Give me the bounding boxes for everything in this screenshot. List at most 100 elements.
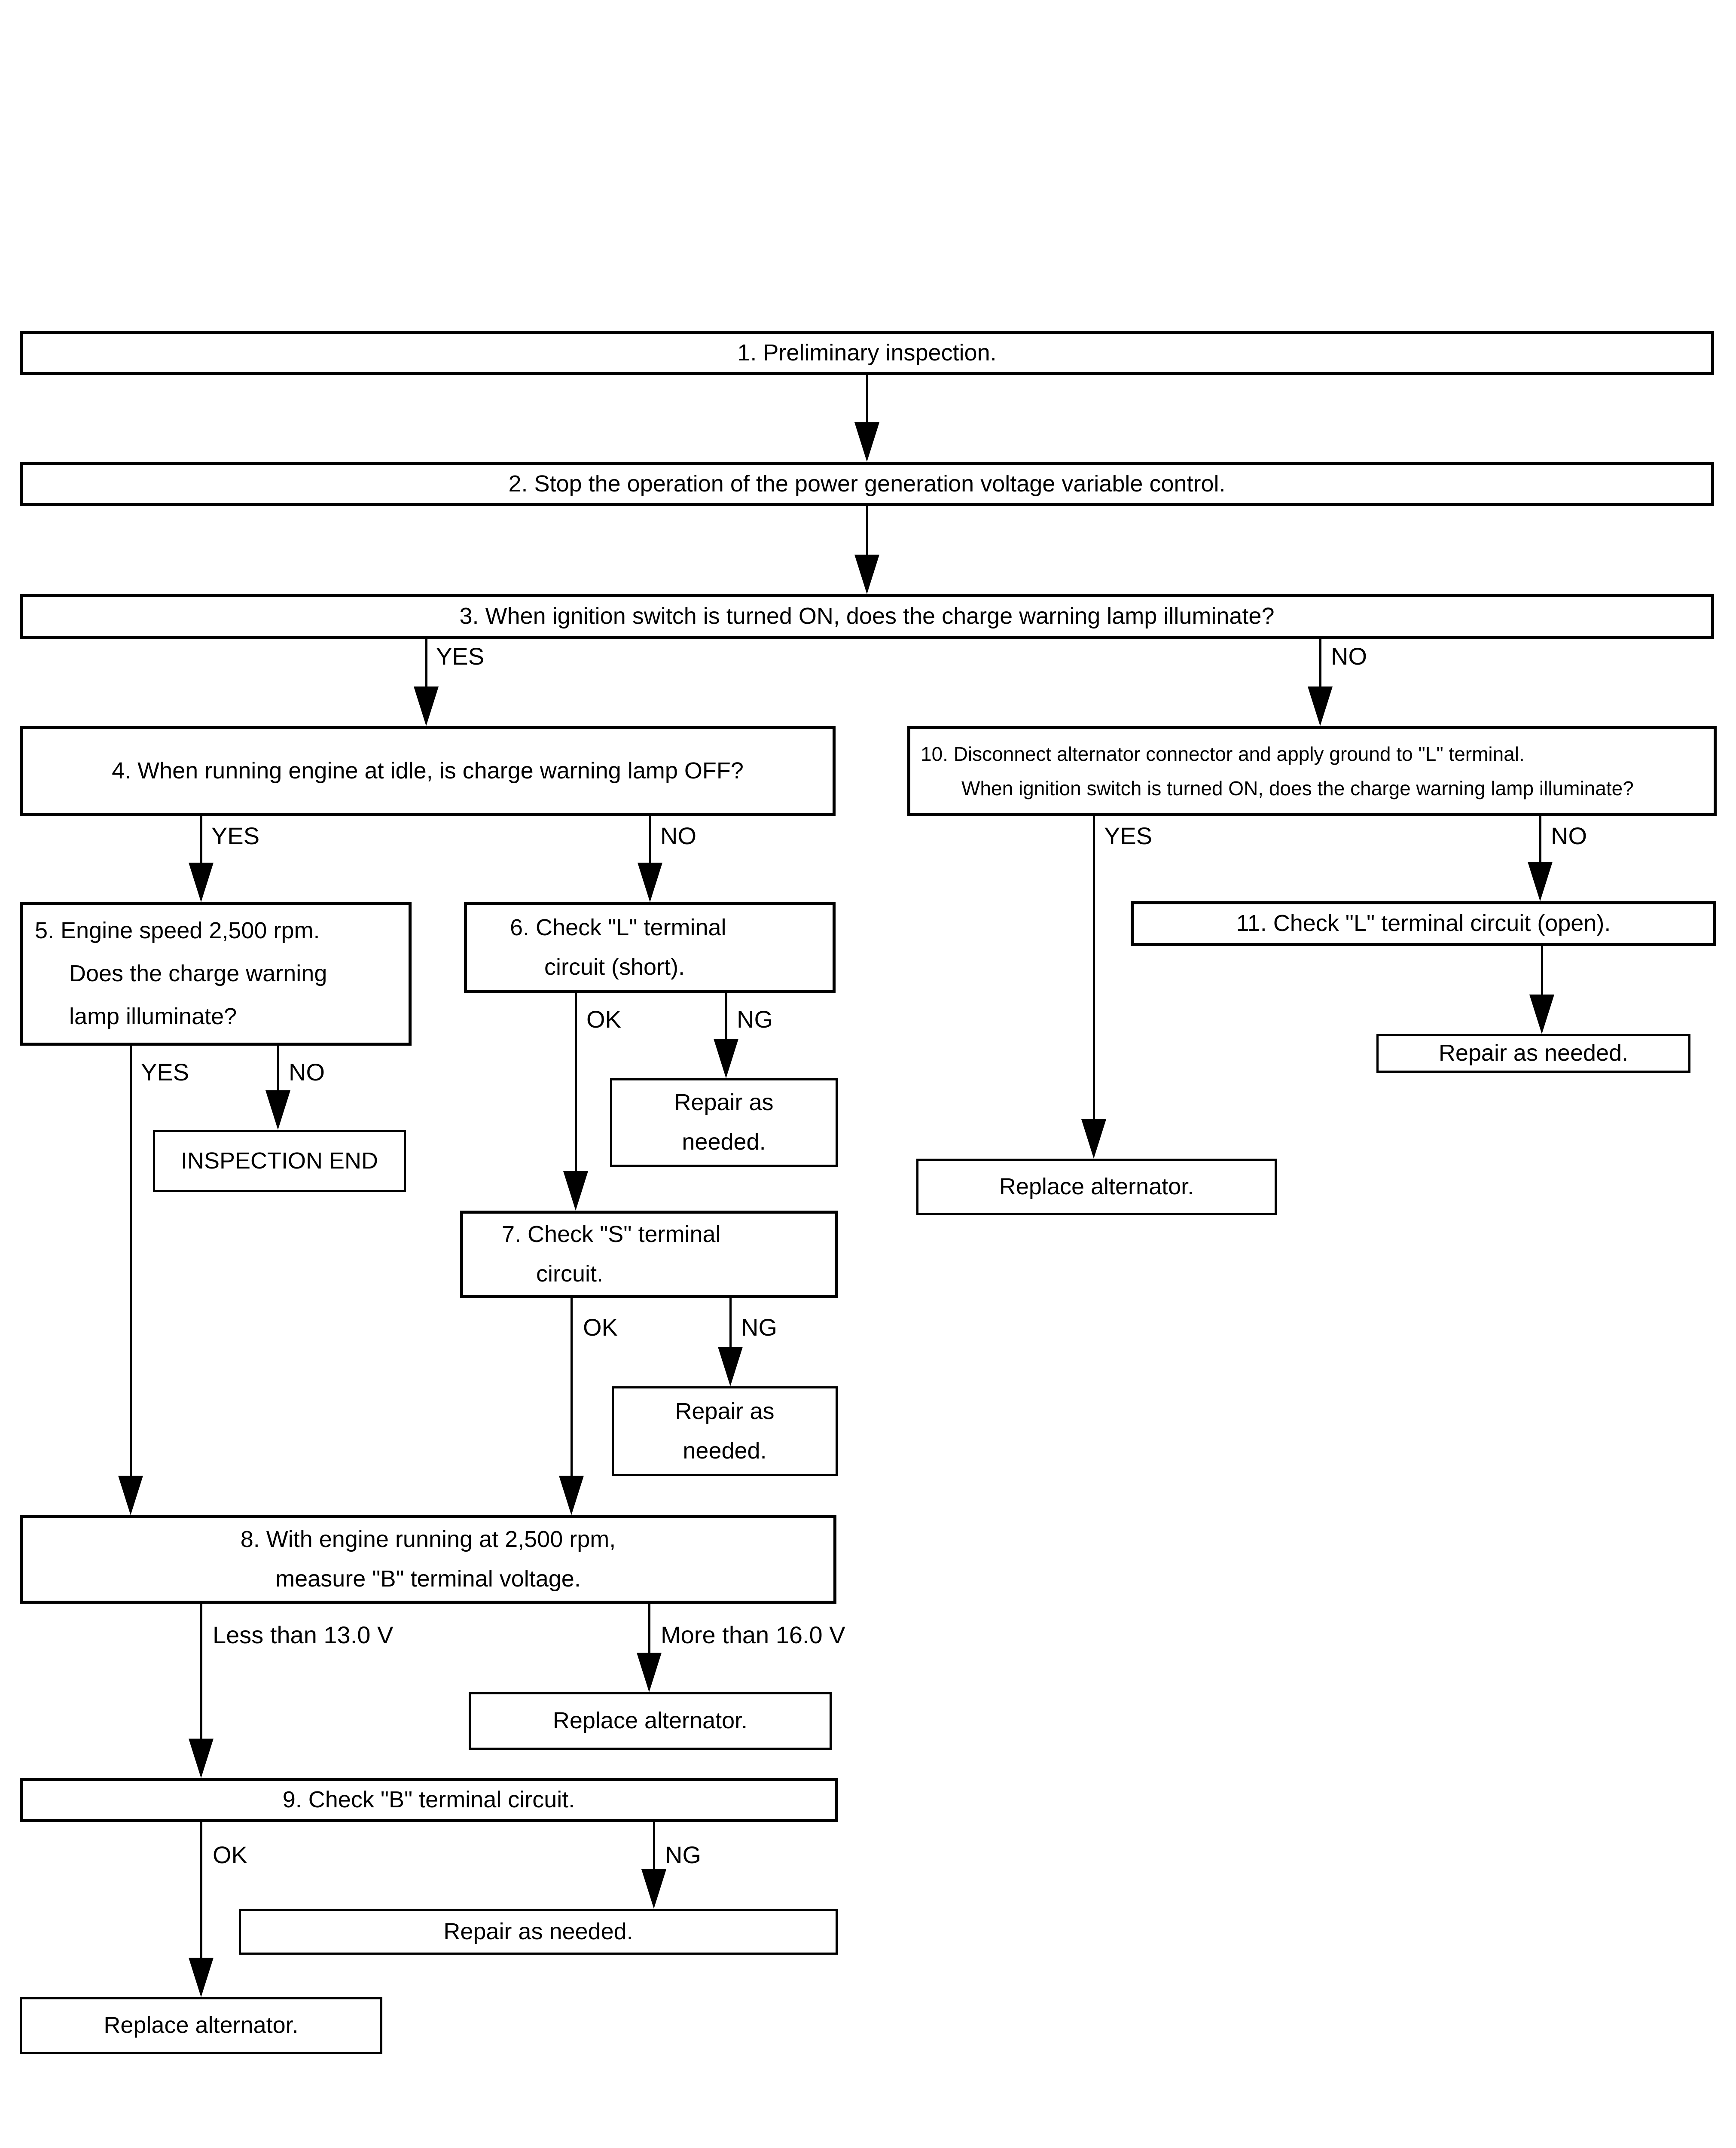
connector-line-1-2 <box>866 375 868 435</box>
step-6-text-line2: circuit (short). <box>544 954 685 980</box>
arrowhead-2-3 <box>854 555 879 594</box>
arrowhead-4-no <box>638 863 662 902</box>
step-8-box: 8. With engine running at 2,500 rpm, mea… <box>20 1515 836 1604</box>
connector-line-8-less <box>200 1604 202 1751</box>
connector-line-10-no <box>1539 816 1541 875</box>
step-2-box: 2. Stop the operation of the power gener… <box>20 462 1714 506</box>
arrowhead-1-2 <box>854 422 879 462</box>
connector-line-3-no <box>1319 639 1321 699</box>
step-1-box: 1. Preliminary inspection. <box>20 331 1714 375</box>
arrowhead-6-ng <box>714 1039 738 1078</box>
step-7-text-line2: circuit. <box>536 1260 604 1287</box>
step-10-text-line2: When ignition switch is turned ON, does … <box>961 777 1634 799</box>
connector-line-6-ng <box>725 993 727 1052</box>
inspection-end-box: INSPECTION END <box>153 1130 406 1192</box>
replace-alternator-box-step10: Replace alternator. <box>916 1159 1277 1215</box>
replace-alternator-box-step8: Replace alternator. <box>469 1692 832 1750</box>
step-11-box: 11. Check "L" terminal circuit (open). <box>1131 901 1716 946</box>
label-ng-step9: NG <box>665 1841 701 1868</box>
step-4-text: 4. When running engine at idle, is charg… <box>112 758 744 784</box>
label-ok-step6: OK <box>586 1006 621 1033</box>
connector-line-11-repair <box>1541 946 1543 1007</box>
label-yes-step5: YES <box>141 1059 189 1086</box>
repair-as-needed-box-step9: Repair as needed. <box>239 1909 838 1955</box>
connector-line-9-ng <box>653 1822 655 1882</box>
label-ok-step7: OK <box>583 1314 618 1341</box>
repair-text: Repair as needed. <box>443 1918 633 1944</box>
arrowhead-5-no <box>265 1090 290 1130</box>
arrowhead-11-repair <box>1529 995 1554 1034</box>
label-ng-step6: NG <box>737 1006 773 1033</box>
label-less-than-13v: Less than 13.0 V <box>213 1621 394 1648</box>
arrowhead-8-more <box>637 1653 662 1692</box>
step-9-text: 9. Check "B" terminal circuit. <box>282 1787 575 1813</box>
step-8-text-line1: 8. With engine running at 2,500 rpm, <box>240 1526 616 1553</box>
step-3-box: 3. When ignition switch is turned ON, do… <box>20 594 1714 639</box>
connector-line-2-3 <box>866 506 868 568</box>
step-5-text-line2: Does the charge warning <box>69 961 327 987</box>
arrowhead-6-ok <box>563 1171 588 1211</box>
repair-text-line2: needed. <box>682 1129 766 1155</box>
replace-alternator-text: Replace alternator. <box>999 1173 1194 1199</box>
step-6-box: 6. Check "L" terminal circuit (short). <box>464 902 836 993</box>
arrowhead-7-ok <box>559 1476 584 1515</box>
arrowhead-3-yes <box>414 687 439 726</box>
replace-alternator-box-step9: Replace alternator. <box>20 1997 382 2054</box>
connector-line-10-yes <box>1093 816 1095 1132</box>
label-yes-step10: YES <box>1104 822 1153 849</box>
arrowhead-9-ng <box>641 1869 666 1909</box>
step-7-box: 7. Check "S" terminal circuit. <box>460 1211 838 1298</box>
arrowhead-8-less <box>189 1739 214 1778</box>
repair-text-line2: needed. <box>683 1437 767 1464</box>
repair-text-line1: Repair as <box>674 1089 774 1116</box>
label-no-step5: NO <box>289 1059 325 1086</box>
arrowhead-7-ng <box>718 1347 743 1386</box>
connector-line-3-yes <box>425 639 427 699</box>
label-no-step3: NO <box>1331 643 1367 670</box>
label-more-than-16v: More than 16.0 V <box>661 1621 845 1648</box>
repair-text-line1: Repair as <box>675 1398 775 1424</box>
label-ok-step9: OK <box>213 1841 247 1868</box>
step-1-text: 1. Preliminary inspection. <box>737 339 997 366</box>
arrowhead-5-yes <box>118 1476 143 1515</box>
arrowhead-3-no <box>1308 687 1333 726</box>
repair-text: Repair as needed. <box>1438 1040 1629 1066</box>
repair-as-needed-box-step11: Repair as needed. <box>1376 1034 1690 1073</box>
connector-line-8-more <box>648 1604 650 1666</box>
repair-as-needed-box-step6: Repair as needed. <box>610 1078 838 1167</box>
arrowhead-4-yes <box>189 863 214 902</box>
label-yes-step4: YES <box>211 822 260 849</box>
step-9-box: 9. Check "B" terminal circuit. <box>20 1778 838 1822</box>
label-no-step10: NO <box>1551 822 1587 849</box>
step-5-text-line1: 5. Engine speed 2,500 rpm. <box>35 918 320 944</box>
connector-line-4-yes <box>200 816 202 876</box>
connector-line-4-no <box>649 816 651 876</box>
connector-line-6-ok <box>575 993 577 1184</box>
step-2-text: 2. Stop the operation of the power gener… <box>508 470 1226 497</box>
connector-line-7-ok <box>571 1298 573 1489</box>
step-3-text: 3. When ignition switch is turned ON, do… <box>459 603 1275 629</box>
label-no-step4: NO <box>660 822 696 849</box>
step-8-text-line2: measure "B" terminal voltage. <box>275 1566 581 1592</box>
repair-as-needed-box-step7: Repair as needed. <box>612 1386 838 1476</box>
connector-line-5-no <box>277 1046 279 1103</box>
arrowhead-10-yes <box>1081 1119 1106 1159</box>
step-11-text: 11. Check "L" terminal circuit (open). <box>1236 910 1611 937</box>
arrowhead-10-no <box>1528 862 1553 901</box>
step-7-text-line1: 7. Check "S" terminal <box>502 1221 721 1247</box>
step-5-box: 5. Engine speed 2,500 rpm. Does the char… <box>20 902 412 1046</box>
step-10-text-line1: 10. Disconnect alternator connector and … <box>921 742 1525 765</box>
label-yes-step3: YES <box>436 643 485 670</box>
connector-line-7-ng <box>729 1298 732 1360</box>
connector-line-9-ok <box>200 1822 202 1971</box>
step-6-text-line1: 6. Check "L" terminal <box>510 915 726 941</box>
connector-line-5-yes <box>130 1046 132 1489</box>
label-ng-step7: NG <box>741 1314 777 1341</box>
inspection-end-text: INSPECTION END <box>180 1147 378 1174</box>
replace-alternator-text: Replace alternator. <box>552 1708 748 1734</box>
replace-alternator-text: Replace alternator. <box>104 2012 299 2038</box>
step-10-box: 10. Disconnect alternator connector and … <box>907 726 1717 816</box>
step-5-text-line3: lamp illuminate? <box>69 1003 237 1029</box>
arrowhead-9-ok <box>189 1958 214 1997</box>
